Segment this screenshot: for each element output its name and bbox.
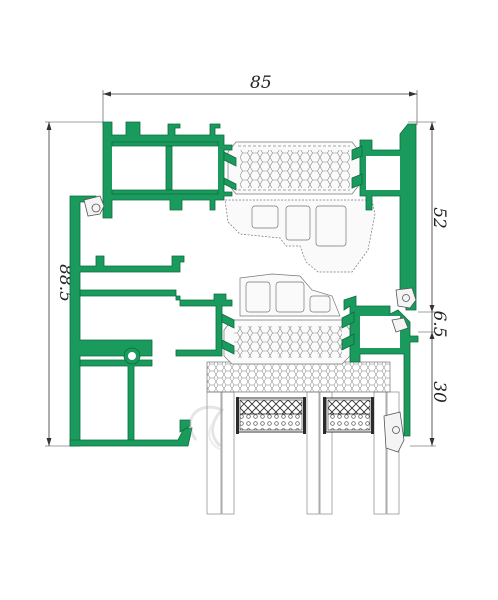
aluminium-right-frame <box>351 123 417 311</box>
aluminium-left-frame <box>69 195 235 447</box>
dimension-right: 52 6.5 30 <box>408 121 449 447</box>
dimension-width-label: 85 <box>250 73 272 93</box>
upper-insulation <box>227 141 361 195</box>
glazing-lower <box>206 361 400 515</box>
pvc-chamber-middle <box>239 273 341 317</box>
dimension-top: 85 <box>102 73 418 125</box>
aluminium-outer-frame-top <box>102 121 237 219</box>
pvc-chamber-upper <box>224 199 376 273</box>
seal-gaskets <box>83 195 417 453</box>
middle-insulation <box>223 319 351 365</box>
dimension-right-upper-label: 52 <box>429 207 449 229</box>
dimension-right-lower-label: 30 <box>429 381 449 403</box>
dimension-right-middle-label: 6.5 <box>429 310 449 337</box>
watermark-logo <box>188 405 225 451</box>
